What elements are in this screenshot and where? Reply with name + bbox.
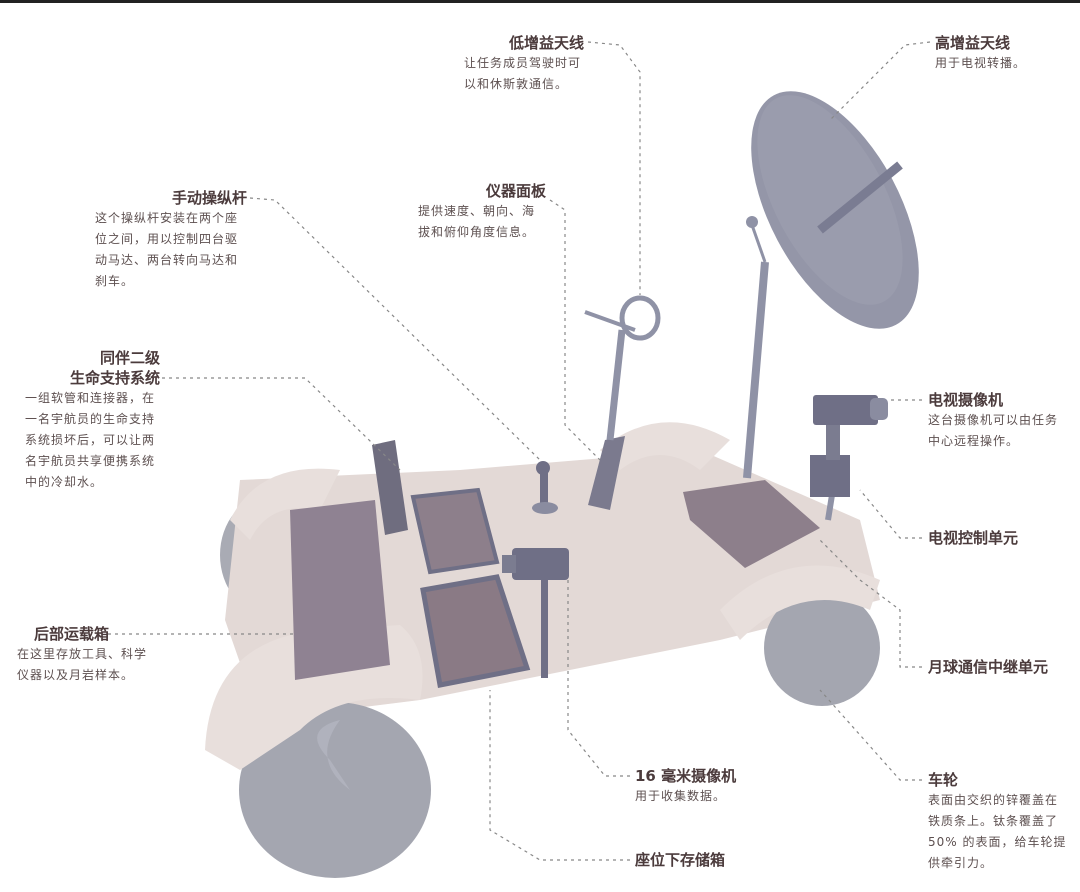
camera-16mm	[512, 548, 569, 580]
callout-title: 电视摄像机	[928, 391, 1004, 409]
callout-tv-control-unit: 电视控制单元	[928, 528, 1018, 548]
callout-desc: 在这里存放工具、科学 仪器以及月岩样本。	[17, 644, 187, 686]
lunar-comm-relay-unit	[683, 480, 820, 568]
callout-title: 高增益天线	[935, 34, 1011, 52]
callout-title: 手动操纵杆	[171, 189, 247, 207]
desc-line: 中心远程操作。	[928, 434, 1020, 448]
hand-controller	[540, 470, 548, 505]
callout-title: 同伴二级	[99, 349, 160, 367]
callout-desc: 让任务成员驾驶时可 以和休斯敦通信。	[464, 53, 584, 95]
callout-title: 后部运载箱	[33, 625, 109, 643]
desc-line: 位之间，用以控制四台驱	[95, 232, 239, 246]
desc-line: 在这里存放工具、科学	[17, 647, 148, 661]
desc-line: 系统损坏后，可以让两	[25, 433, 156, 447]
seat-rear	[410, 487, 500, 575]
desc-line: 这个操纵杆安装在两个座	[95, 211, 239, 225]
desc-line: 表面由交织的锌覆盖在	[928, 793, 1059, 807]
callout-desc: 这个操纵杆安装在两个座 位之间，用以控制四台驱 动马达、两台转向马达和 刹车。	[95, 208, 247, 292]
callout-desc: 一组软管和连接器，在 一名宇航员的生命支持 系统损坏后，可以让两 名宇航员共享便…	[25, 388, 160, 493]
callout-desc: 提供速度、朝向、海 拔和俯仰角度信息。	[418, 201, 546, 243]
callout-tv-camera: 电视摄像机 这台摄像机可以由任务 中心远程操作。	[928, 390, 1058, 452]
callout-desc: 用于电视转播。	[935, 56, 1027, 70]
high-gain-antenna-mast	[743, 261, 769, 479]
desc-line: 拔和俯仰角度信息。	[418, 225, 536, 239]
top-border	[0, 0, 1080, 3]
callout-title: 仪器面板	[485, 182, 546, 200]
desc-line: 名宇航员共享便携系统	[25, 454, 156, 468]
camera-16mm-pole	[541, 570, 548, 678]
seat-front	[420, 574, 531, 688]
desc-line: 刹车。	[95, 274, 135, 288]
rear-near-wheel	[239, 702, 431, 878]
callout-instrument-panel: 仪器面板 提供速度、朝向、海 拔和俯仰角度信息。	[418, 181, 546, 243]
desc-line: 一组软管和连接器，在	[25, 391, 156, 405]
front-near-wheel	[764, 590, 880, 706]
desc-line: 供牵引力。	[928, 856, 994, 870]
callout-16mm-camera: 16 毫米摄像机 用于收集数据。	[635, 766, 736, 807]
seatback-left	[372, 440, 408, 535]
callout-title: 座位下存储箱	[635, 851, 726, 869]
leader-lines	[108, 41, 931, 861]
tv-camera	[813, 395, 878, 425]
desc-line: 这台摄像机可以由任务	[928, 413, 1059, 427]
callout-lunar-comm-relay: 月球通信中继单元	[928, 657, 1048, 677]
desc-line: 一名宇航员的生命支持	[25, 412, 156, 426]
callout-desc: 表面由交织的锌覆盖在 铁质条上。钛条覆盖了 50% 的表面，给车轮提 供牵引力。	[928, 790, 1067, 874]
desc-line: 提供速度、朝向、海	[418, 204, 536, 218]
callout-title: 月球通信中继单元	[928, 658, 1049, 676]
rear-payload-box	[290, 500, 390, 680]
front-far-fender	[600, 422, 730, 470]
callout-title: 生命支持系统	[69, 369, 160, 387]
callout-under-seat-storage: 座位下存储箱	[635, 850, 725, 870]
desc-line: 铁质条上。钛条覆盖了	[928, 814, 1059, 828]
callout-rear-payload: 后部运载箱 在这里存放工具、科学 仪器以及月岩样本。	[17, 624, 187, 686]
callout-low-gain-antenna: 低增益天线 让任务成员驾驶时可 以和休斯敦通信。	[440, 33, 584, 95]
callout-hand-controller: 手动操纵杆 这个操纵杆安装在两个座 位之间，用以控制四台驱 动马达、两台转向马达…	[95, 188, 247, 292]
low-gain-antenna-mast	[606, 329, 626, 441]
callout-desc: 这台摄像机可以由任务 中心远程操作。	[928, 410, 1058, 452]
callout-title: 电视控制单元	[928, 529, 1019, 547]
desc-line: 以和休斯敦通信。	[464, 77, 569, 91]
low-gain-antenna	[619, 295, 661, 341]
desc-line: 中的冷却水。	[25, 475, 104, 489]
callout-desc: 用于收集数据。	[635, 789, 727, 803]
tv-control-unit	[810, 455, 850, 497]
callout-buddy-life-support: 同伴二级 生命支持系统 一组软管和连接器，在 一名宇航员的生命支持 系统损坏后，…	[25, 348, 160, 493]
desc-line: 50% 的表面，给车轮提	[928, 835, 1067, 849]
instrument-panel	[588, 436, 625, 510]
desc-line: 让任务成员驾驶时可	[464, 56, 582, 70]
callout-title: 车轮	[928, 771, 959, 789]
callout-title: 低增益天线	[508, 34, 584, 52]
rear-far-fender	[230, 468, 340, 540]
desc-line: 动马达、两台转向马达和	[95, 253, 239, 267]
callout-high-gain-antenna: 高增益天线 用于电视转播。	[935, 33, 1026, 74]
desc-line: 仪器以及月岩样本。	[17, 668, 135, 682]
front-near-fender	[720, 565, 880, 640]
callout-title: 16 毫米摄像机	[635, 767, 737, 785]
callout-wheel: 车轮 表面由交织的锌覆盖在 铁质条上。钛条覆盖了 50% 的表面，给车轮提 供牵…	[928, 770, 1067, 874]
